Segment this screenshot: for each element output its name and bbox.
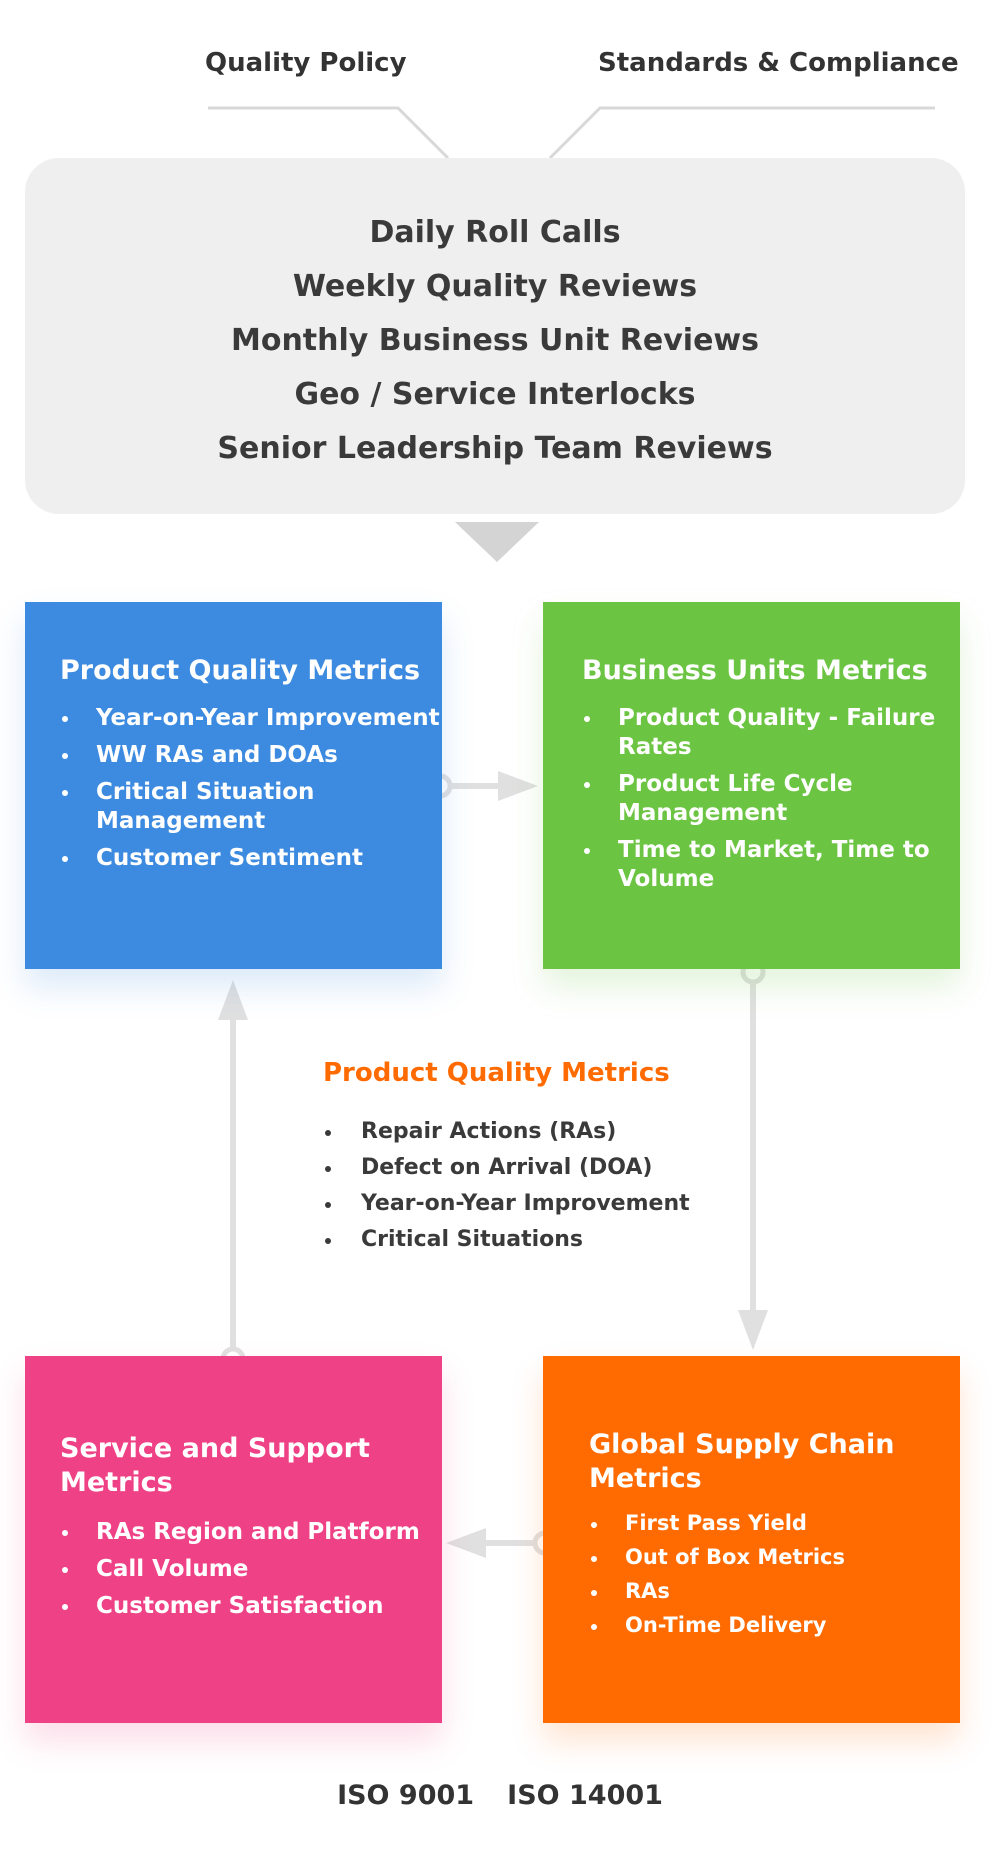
- card-item: Product Quality - Failure Rates: [582, 704, 960, 762]
- card-item: Customer Sentiment: [60, 844, 442, 873]
- card-item: Year-on-Year Improvement: [60, 704, 442, 733]
- card-item: Product Life Cycle Management: [582, 770, 960, 828]
- center-item: Critical Situations: [323, 1222, 723, 1258]
- quality-policy-label: Quality Policy: [205, 48, 407, 78]
- iso-14001-label: ISO 14001: [507, 1780, 663, 1811]
- review-item: Geo / Service Interlocks: [294, 377, 696, 412]
- product-quality-metrics-card: Product Quality Metrics Year-on-Year Imp…: [25, 602, 442, 969]
- card-item: First Pass Yield: [589, 1510, 960, 1536]
- card-item-list: Year-on-Year Improvement WW RAs and DOAs…: [60, 704, 442, 873]
- review-cadence-box: Daily Roll Calls Weekly Quality Reviews …: [25, 158, 965, 514]
- arrow-green-to-orange-head: [738, 1310, 768, 1350]
- card-item: WW RAs and DOAs: [60, 741, 442, 770]
- center-item: Defect on Arrival (DOA): [323, 1150, 723, 1186]
- card-item: Customer Satisfaction: [60, 1592, 442, 1621]
- review-list: Daily Roll Calls Weekly Quality Reviews …: [25, 206, 965, 476]
- center-product-quality-block: Product Quality Metrics Repair Actions (…: [323, 1058, 723, 1258]
- arrow-pink-to-blue-head: [218, 980, 248, 1020]
- card-title: Service and Support Metrics: [60, 1433, 370, 1498]
- review-item: Daily Roll Calls: [369, 215, 621, 250]
- center-item-list: Repair Actions (RAs) Defect on Arrival (…: [323, 1114, 723, 1258]
- center-item: Repair Actions (RAs): [323, 1114, 723, 1150]
- card-title: Global Supply Chain Metrics: [589, 1429, 895, 1494]
- card-item: Call Volume: [60, 1555, 442, 1584]
- card-item: RAs Region and Platform: [60, 1518, 442, 1547]
- card-title: Business Units Metrics: [582, 655, 928, 686]
- card-item-list: Product Quality - Failure Rates Product …: [582, 704, 960, 894]
- review-item: Weekly Quality Reviews: [292, 269, 698, 304]
- card-title: Product Quality Metrics: [60, 655, 421, 686]
- card-item: Critical Situation Management: [60, 778, 442, 836]
- review-down-arrow: [455, 522, 539, 562]
- standards-connector: [548, 106, 935, 160]
- standards-footer: ISO 9001 ISO 14001: [0, 1780, 1000, 1811]
- iso-9001-label: ISO 9001: [337, 1780, 475, 1811]
- quality-policy-connector: [208, 106, 450, 160]
- card-item-list: First Pass Yield Out of Box Metrics RAs …: [589, 1510, 960, 1638]
- card-item: Out of Box Metrics: [589, 1544, 960, 1570]
- card-item: Time to Market, Time to Volume: [582, 836, 960, 894]
- review-item: Senior Leadership Team Reviews: [217, 431, 773, 466]
- arrow-blue-to-green-head: [498, 771, 538, 801]
- review-item: Monthly Business Unit Reviews: [230, 323, 760, 358]
- global-supply-chain-metrics-card: Global Supply Chain Metrics First Pass Y…: [543, 1356, 960, 1723]
- service-support-metrics-card: Service and Support Metrics RAs Region a…: [25, 1356, 442, 1723]
- center-item: Year-on-Year Improvement: [323, 1186, 723, 1222]
- business-units-metrics-card: Business Units Metrics Product Quality -…: [543, 602, 960, 969]
- card-item: On-Time Delivery: [589, 1612, 960, 1638]
- standards-compliance-label: Standards & Compliance: [598, 48, 959, 78]
- arrow-orange-to-pink-head: [446, 1528, 486, 1558]
- card-item-list: RAs Region and Platform Call Volume Cust…: [60, 1518, 442, 1621]
- card-item: RAs: [589, 1578, 960, 1604]
- center-title: Product Quality Metrics: [323, 1058, 670, 1088]
